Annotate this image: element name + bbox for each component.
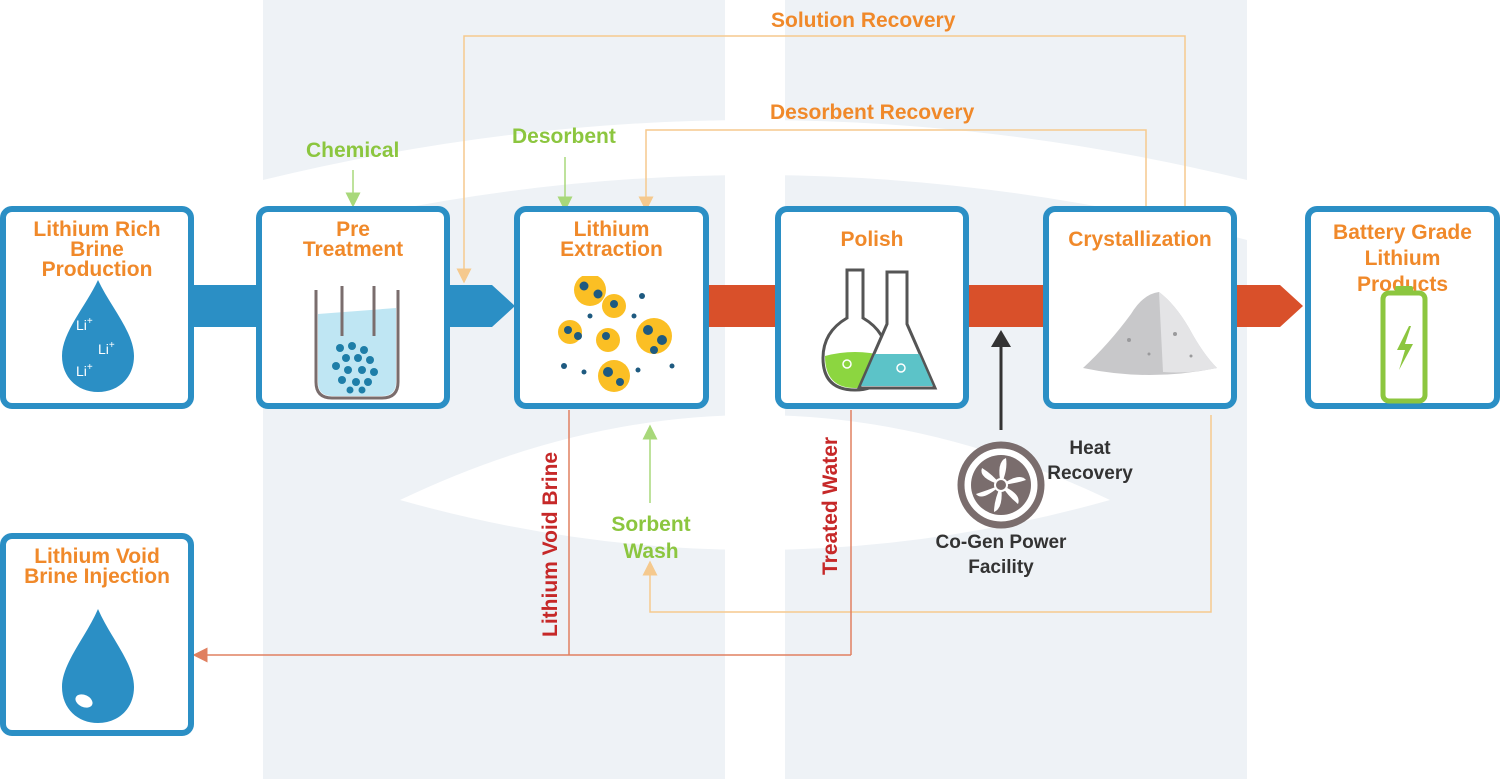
stage-title: Pre Treatment	[302, 218, 404, 261]
water-drop-icon	[62, 609, 134, 723]
stage-brine-production: Lithium Rich Brine Production Li+ Li+ Li…	[0, 206, 194, 409]
solution-recovery-line	[456, 35, 1186, 284]
stage-pre-treatment: Pre Treatment	[256, 206, 450, 409]
stage-lithium-extraction: Lithium Extraction	[514, 206, 709, 409]
flow-arrow-2	[446, 285, 515, 327]
reactor-tank-icon	[314, 286, 400, 400]
turbine-fan-icon	[957, 441, 1045, 529]
flow-arrow-5	[1234, 285, 1303, 327]
flow-arrow-3	[706, 285, 780, 327]
crystallization-return-line	[642, 415, 1212, 613]
stage-title: Lithium Void Brine Injection	[24, 545, 170, 588]
desorbent-label: Desorbent	[512, 125, 616, 148]
sorbent-wash-label: Sorbent Wash	[611, 513, 691, 563]
desorbent-recovery-label: Desorbent Recovery	[770, 101, 975, 124]
stage-polish: Polish	[775, 206, 969, 409]
flow-arrow-1	[190, 285, 262, 327]
li-brine-drop-icon: Li+ Li+ Li+	[62, 280, 134, 392]
lithium-void-brine-label: Lithium Void Brine	[539, 451, 562, 637]
lab-flasks-icon	[821, 268, 938, 392]
treated-water-label: Treated Water	[819, 436, 842, 575]
stage-brine-injection: Lithium Void Brine Injection	[0, 533, 194, 736]
stage-crystallization: Crystallization	[1043, 206, 1237, 409]
charging-battery-icon	[1380, 286, 1428, 404]
solution-recovery-label: Solution Recovery	[771, 9, 956, 32]
stage-title: Battery Grade Lithium Products	[1333, 221, 1472, 296]
stage-title: Polish	[840, 228, 904, 251]
stage-title: Lithium Extraction	[560, 218, 663, 261]
chemical-label: Chemical	[306, 139, 400, 162]
stage-title: Crystallization	[1068, 228, 1212, 251]
sorbent-beads-icon	[558, 276, 675, 392]
stage-battery-products: Battery Grade Lithium Products	[1305, 206, 1500, 409]
desorbent-recovery-line	[638, 129, 1147, 212]
stage-title: Lithium Rich Brine Production	[33, 218, 161, 281]
heat-recovery-label: Heat Recovery	[1047, 438, 1133, 484]
cogen-facility-label: Co-Gen Power Facility	[935, 532, 1067, 578]
lithium-powder-pile-icon	[1083, 292, 1217, 375]
flow-arrow-4	[966, 285, 1048, 327]
